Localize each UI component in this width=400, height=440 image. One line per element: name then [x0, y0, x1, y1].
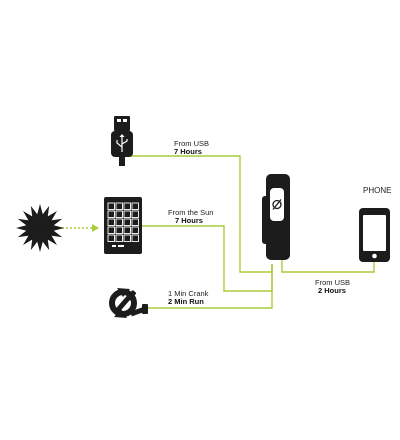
crank-connector-line — [148, 264, 273, 309]
phone-output-label-bottom: 2 Hours — [318, 286, 346, 295]
null-sign-logo-icon — [272, 199, 282, 210]
crank-source-label-top: 1 Min Crank — [168, 289, 209, 298]
hand-crank-icon — [109, 288, 148, 318]
crank-source-label-bottom: 2 Min Run — [168, 297, 204, 306]
phone-output-label-top: From USB — [315, 278, 350, 287]
usb-source-label-top: From USB — [174, 139, 209, 148]
usb-source-label-bottom: 7 Hours — [174, 147, 202, 156]
sun-icon — [16, 204, 64, 252]
charger-device-icon — [262, 174, 290, 260]
sun-source-label-top: From the Sun — [168, 208, 213, 217]
phone-icon — [359, 208, 390, 262]
usb-icon — [111, 116, 133, 166]
sun-connector-line — [142, 225, 273, 292]
sun-source-label-bottom: 7 Hours — [175, 216, 203, 225]
phone-connector-line — [281, 259, 375, 273]
sun-ray-arrowhead — [92, 224, 99, 232]
solar-panel-icon — [104, 197, 142, 254]
phone-title: PHONE — [363, 186, 391, 195]
